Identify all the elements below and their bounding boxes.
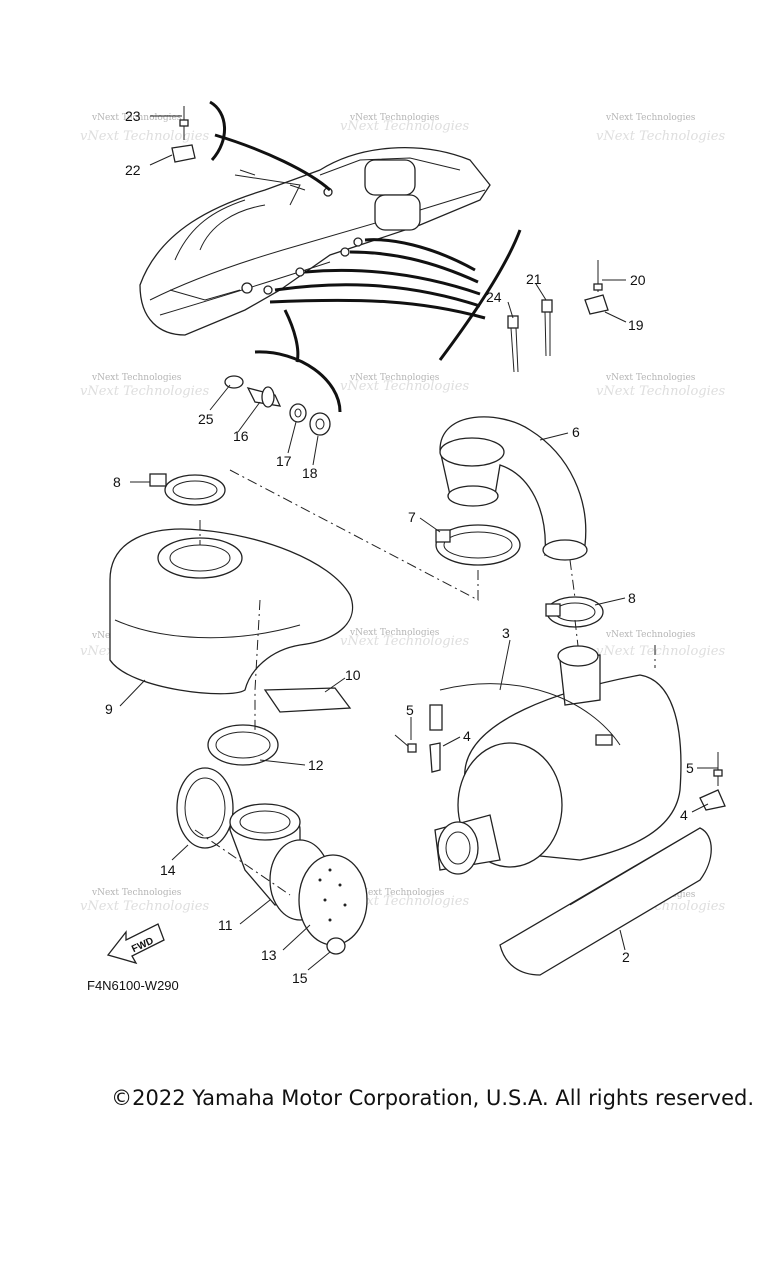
cable-tie-21-icon bbox=[541, 299, 553, 357]
callout-13: 13 bbox=[261, 947, 277, 963]
callout-21: 21 bbox=[526, 271, 542, 287]
svg-text:vNext Technologies: vNext Technologies bbox=[80, 899, 209, 914]
nut-18-icon bbox=[309, 412, 331, 436]
bolt-5-right-icon bbox=[713, 752, 723, 786]
callout-5-left: 5 bbox=[406, 702, 414, 718]
callout-5-right: 5 bbox=[686, 760, 694, 776]
callout-9: 9 bbox=[105, 701, 113, 717]
callout-19: 19 bbox=[628, 317, 644, 333]
assembly-centerlines bbox=[194, 469, 656, 896]
callout-2: 2 bbox=[622, 949, 630, 965]
watermark-text: vNext Technologies bbox=[605, 113, 696, 123]
callout-25: 25 bbox=[198, 411, 214, 427]
strainer-plate-icon bbox=[298, 854, 368, 946]
bolt-20-icon bbox=[593, 260, 603, 292]
diagram-code: F4N6100-W290 bbox=[87, 978, 179, 993]
water-lock-9-icon bbox=[109, 528, 354, 695]
watermark: vNext Technologies vNext Technologies bbox=[596, 630, 725, 659]
copyright-notice: ©2022 Yamaha Motor Corporation, U.S.A. A… bbox=[111, 1086, 754, 1110]
svg-text:vNext Technologies: vNext Technologies bbox=[340, 119, 469, 134]
fitting-16-icon bbox=[246, 386, 282, 408]
svg-text:vNext Technologies: vNext Technologies bbox=[340, 379, 469, 394]
callout-8-upper: 8 bbox=[113, 474, 121, 490]
callout-16: 16 bbox=[233, 428, 249, 444]
callout-8-lower: 8 bbox=[628, 590, 636, 606]
callout-11: 11 bbox=[218, 917, 233, 933]
callout-17: 17 bbox=[276, 453, 292, 469]
watermark-text: vNext Technologies bbox=[354, 888, 445, 898]
callout-12: 12 bbox=[308, 757, 324, 773]
grommet-22-icon bbox=[171, 144, 196, 163]
callout-14: 14 bbox=[160, 862, 176, 878]
bolt-23-icon bbox=[179, 106, 189, 140]
callout-4-right: 4 bbox=[680, 807, 688, 823]
svg-text:vNext Technologies: vNext Technologies bbox=[340, 894, 469, 909]
callout-4-left: 4 bbox=[463, 728, 471, 744]
svg-text:vNext Technologies: vNext Technologies bbox=[80, 384, 209, 399]
callout-20: 20 bbox=[630, 272, 646, 288]
svg-text:vNext Technologies: vNext Technologies bbox=[596, 644, 725, 659]
watermark-text: vNext Technologies bbox=[349, 113, 440, 123]
cable-tie-24-icon bbox=[507, 315, 519, 373]
washer-17-icon bbox=[289, 403, 307, 423]
hose-clamp-8-upper-icon bbox=[149, 473, 226, 506]
watermark-text: vNext Technologies bbox=[349, 628, 440, 638]
bracket-4-left-icon bbox=[429, 742, 441, 773]
bolt-5-left-icon bbox=[394, 734, 417, 753]
callout-10: 10 bbox=[345, 667, 361, 683]
svg-text:vNext Technologies: vNext Technologies bbox=[596, 384, 725, 399]
hose-clamp-8-lower-icon bbox=[545, 596, 604, 628]
svg-text:vNext Technologies: vNext Technologies bbox=[80, 129, 209, 144]
hose-clip-25-icon bbox=[224, 375, 244, 389]
hose-clamp-7-icon bbox=[435, 524, 521, 566]
watermark: vNext Technologies vNext Technologies bbox=[80, 113, 209, 144]
watermark-text: vNext Technologies bbox=[91, 888, 182, 898]
callout-23: 23 bbox=[125, 108, 141, 124]
callout-22: 22 bbox=[125, 162, 141, 178]
callout-labels: 23 22 24 21 20 19 25 16 17 18 6 8 7 8 3 … bbox=[105, 108, 694, 986]
grommet-19-icon bbox=[584, 294, 609, 315]
joint-pipe-6-icon bbox=[439, 416, 588, 561]
bracket-4-right-icon bbox=[699, 789, 726, 811]
watermark-text: vNext Technologies bbox=[605, 630, 696, 640]
plate-10-icon bbox=[263, 687, 352, 713]
watermark: vNext Technologies vNext Technologies bbox=[596, 113, 725, 144]
forward-arrow-icon: FWD bbox=[106, 923, 165, 965]
callout-7: 7 bbox=[408, 509, 416, 525]
callout-15: 15 bbox=[292, 970, 308, 986]
svg-text:vNext Technologies: vNext Technologies bbox=[340, 634, 469, 649]
cover-2-icon bbox=[499, 827, 712, 976]
leader-lines bbox=[119, 115, 718, 971]
retainer-14-icon bbox=[176, 767, 234, 849]
watermark-text: vNext Technologies bbox=[605, 373, 696, 383]
callout-6: 6 bbox=[572, 424, 580, 440]
nut-15-icon bbox=[326, 937, 346, 955]
muffler-3-icon bbox=[429, 645, 682, 875]
watermark-text: vNext Technologies bbox=[349, 373, 440, 383]
callout-24: 24 bbox=[486, 289, 502, 305]
callout-18: 18 bbox=[302, 465, 318, 481]
watermark-text: vNext Technologies bbox=[91, 113, 182, 123]
callout-3: 3 bbox=[502, 625, 510, 641]
watermark-text: vNext Technologies bbox=[91, 373, 182, 383]
watercraft-illustration bbox=[139, 100, 522, 413]
svg-text:vNext Technologies: vNext Technologies bbox=[596, 129, 725, 144]
hose-clamp-12-icon bbox=[207, 724, 279, 766]
